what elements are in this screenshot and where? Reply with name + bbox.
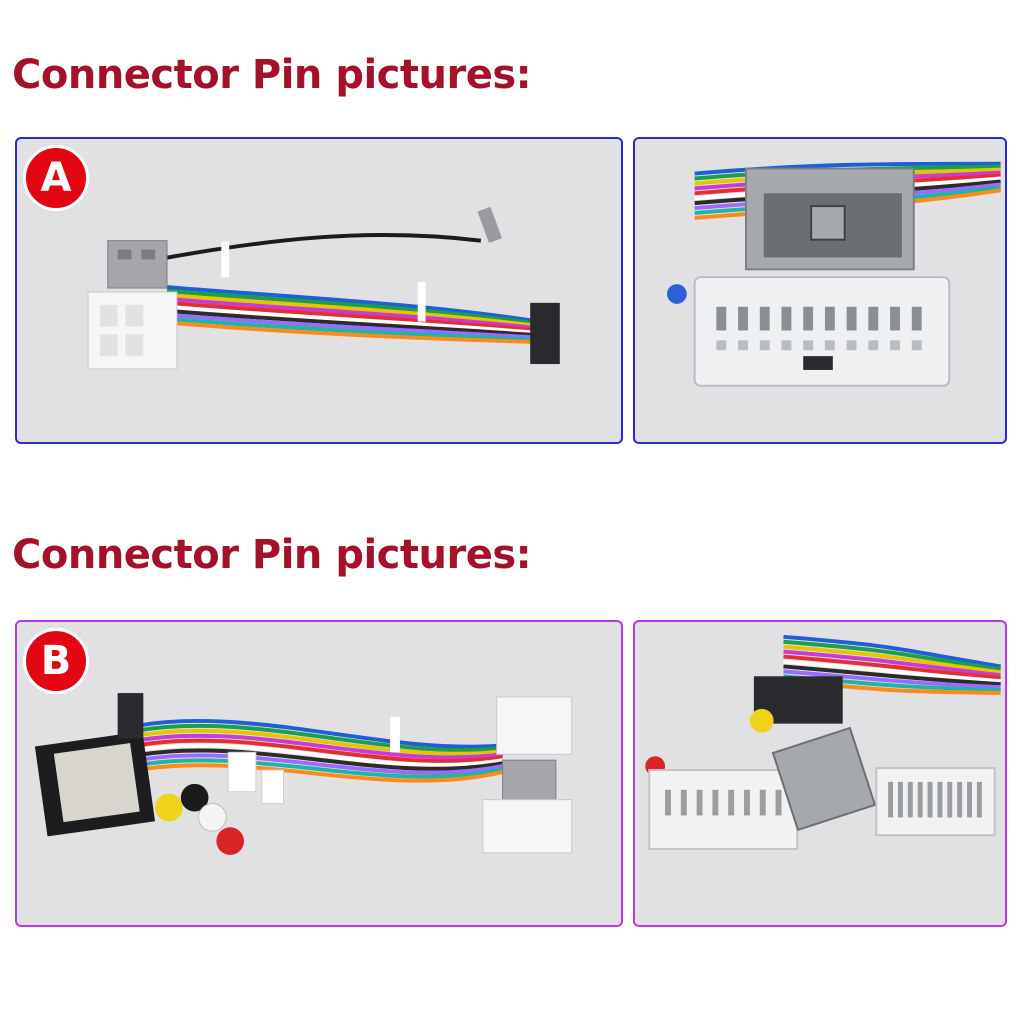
white-connector-icon	[482, 799, 573, 854]
blue-terminal-icon	[667, 284, 687, 304]
harness-a-illustration	[87, 206, 560, 370]
white-connector-icon	[87, 291, 178, 370]
photo-a-harness: A	[15, 137, 623, 444]
grey-connector-icon	[771, 726, 877, 832]
antenna-plug-icon	[477, 206, 502, 243]
harness-b-illustration	[34, 693, 573, 855]
section-a-heading: Connector Pin pictures:	[12, 52, 532, 98]
badge-b: B	[23, 628, 89, 694]
white-connector-icon	[693, 276, 951, 387]
grey-connector-icon	[502, 759, 557, 805]
closeup-a-illustration	[667, 161, 1001, 387]
white-connector-icon	[875, 767, 996, 837]
rca-white-icon	[198, 803, 227, 832]
white-connector-icon	[648, 769, 799, 850]
rca-black-icon	[180, 783, 209, 812]
rca-yellow-icon	[155, 793, 183, 822]
photo-b-harness: B	[15, 620, 623, 927]
rca-yellow-icon	[749, 708, 774, 733]
closeup-b-illustration	[645, 634, 1001, 850]
badge-a: A	[23, 145, 89, 211]
white-connector-icon	[496, 696, 573, 755]
photo-a-closeup	[633, 137, 1007, 444]
rca-red-icon	[216, 827, 244, 855]
black-connector-icon	[117, 693, 144, 739]
photo-b-closeup	[633, 620, 1007, 927]
black-connector-icon	[530, 302, 560, 365]
grey-connector-icon	[107, 240, 168, 289]
section-b-heading: Connector Pin pictures:	[12, 532, 532, 578]
